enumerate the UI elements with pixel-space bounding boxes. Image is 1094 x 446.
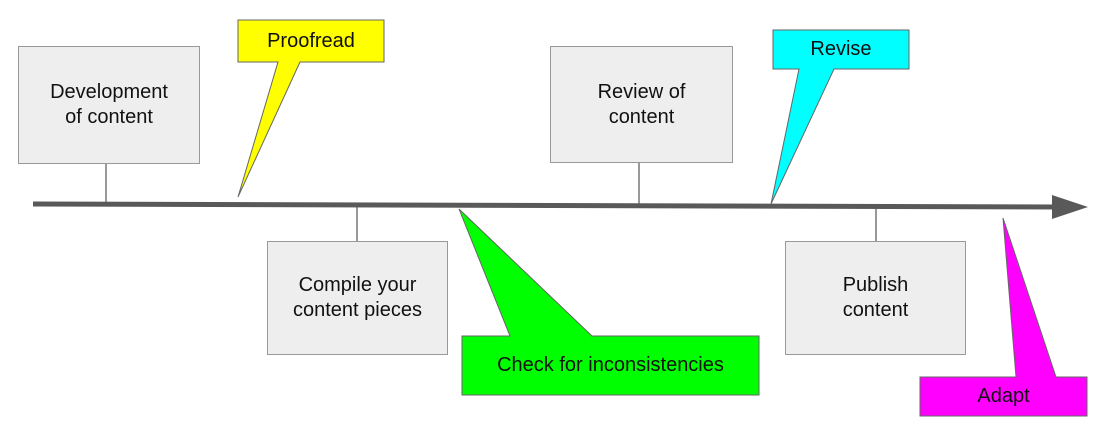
step-compile: Compile your content pieces	[267, 241, 448, 355]
callout-check	[458, 208, 760, 396]
callout-adapt	[919, 217, 1088, 417]
step-review: Review of content	[550, 46, 733, 163]
callout-proofread	[237, 19, 385, 198]
callout-check-label: Check for inconsistencies	[497, 354, 724, 376]
callout-proofread-label: Proofread	[267, 29, 355, 52]
callout-revise-label: Revise	[810, 38, 872, 60]
step-publish: Publish content	[785, 241, 966, 355]
callout-adapt-label: Adapt	[977, 385, 1030, 407]
timeline-arrowhead	[1052, 195, 1088, 219]
timeline-line	[32, 201, 1059, 210]
step-development: Development of content	[18, 46, 200, 164]
callout-revise	[770, 29, 910, 205]
